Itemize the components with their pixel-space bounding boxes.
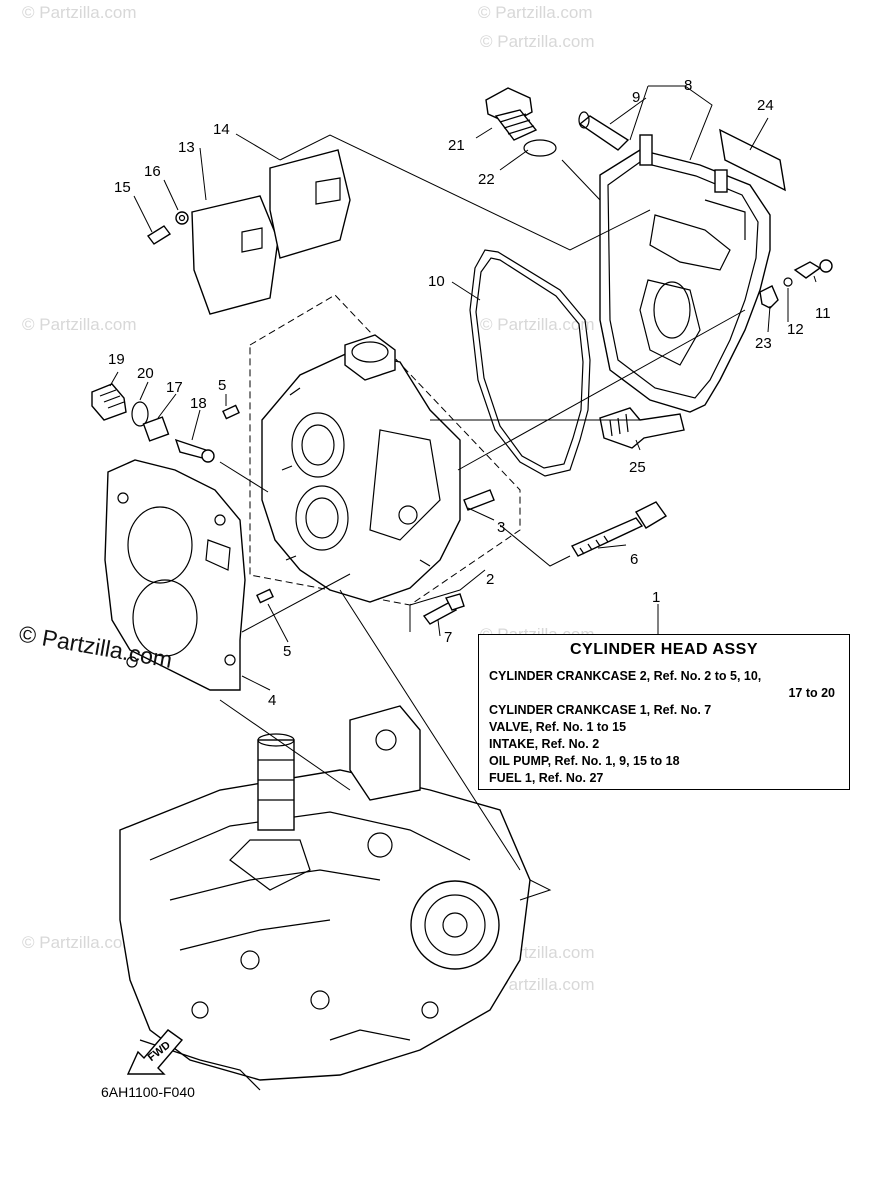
callout-14: 14 xyxy=(213,121,230,138)
callout-15: 15 xyxy=(114,179,131,196)
plate-13 xyxy=(191,195,279,315)
callout-22: 22 xyxy=(478,171,495,188)
callout-19: 19 xyxy=(108,351,125,368)
watermark: © Partzilla.com xyxy=(22,315,137,334)
callout-2: 2 xyxy=(486,571,494,588)
reference-row: CYLINDER CRANKCASE 1, Ref. No. 7 xyxy=(489,703,712,717)
head-cover xyxy=(485,87,786,413)
watermark: © Partzilla.com xyxy=(480,32,595,51)
callout-13: 13 xyxy=(178,139,195,156)
callout-12: 12 xyxy=(787,321,804,338)
head-gasket xyxy=(104,459,246,691)
leader-lines xyxy=(109,85,817,901)
plate-14 xyxy=(269,149,351,259)
reference-row: 17 to 20 xyxy=(788,686,835,700)
cylinder-head xyxy=(222,294,521,606)
callout-17: 17 xyxy=(166,379,183,396)
reference-row: FUEL 1, Ref. No. 27 xyxy=(489,771,604,785)
reference-box: CYLINDER HEAD ASSY CYLINDER CRANKCASE 2,… xyxy=(478,634,850,790)
reference-row: CYLINDER CRANKCASE 2, Ref. No. 2 to 5, 1… xyxy=(489,669,762,683)
callout-5-top: 5 xyxy=(218,377,226,394)
watermark: © Partzilla.com xyxy=(22,3,137,22)
callouts: 1 2 3 4 5 5 6 7 8 9 10 11 12 13 14 15 16… xyxy=(108,77,831,709)
callout-8: 8 xyxy=(684,77,692,94)
callout-16: 16 xyxy=(144,163,161,180)
watermark: © Partzilla.com xyxy=(22,933,137,952)
cover-gasket xyxy=(469,249,591,477)
drawing-code: 6AH1100-F040 xyxy=(101,1084,195,1100)
callout-11: 11 xyxy=(815,305,831,322)
callout-5-bottom: 5 xyxy=(283,643,291,660)
callout-9: 9 xyxy=(632,89,640,106)
watermark: © Partzilla.com xyxy=(480,315,595,334)
callout-10: 10 xyxy=(428,273,445,290)
callout-3: 3 xyxy=(497,519,505,536)
callout-24: 24 xyxy=(757,97,774,114)
callout-6: 6 xyxy=(630,551,638,568)
reference-row: OIL PUMP, Ref. No. 1, 9, 15 to 18 xyxy=(489,754,680,768)
reference-row: VALVE, Ref. No. 1 to 15 xyxy=(489,720,627,734)
callout-25: 25 xyxy=(629,459,646,476)
watermark: © Partzilla.com xyxy=(478,3,593,22)
callout-1: 1 xyxy=(652,589,660,606)
callout-21: 21 xyxy=(448,137,465,154)
reference-box-title: CYLINDER HEAD ASSY xyxy=(570,641,758,658)
reference-list: CYLINDER CRANKCASE 2, Ref. No. 2 to 5, 1… xyxy=(489,668,839,787)
fwd-arrow: FWD xyxy=(126,1029,184,1075)
callout-7: 7 xyxy=(444,629,452,646)
callout-23: 23 xyxy=(755,335,772,352)
callout-20: 20 xyxy=(137,365,154,382)
callout-4: 4 xyxy=(268,692,276,709)
callout-18: 18 xyxy=(190,395,207,412)
reference-row: INTAKE, Ref. No. 2 xyxy=(489,737,600,751)
crankcase xyxy=(119,705,531,1091)
